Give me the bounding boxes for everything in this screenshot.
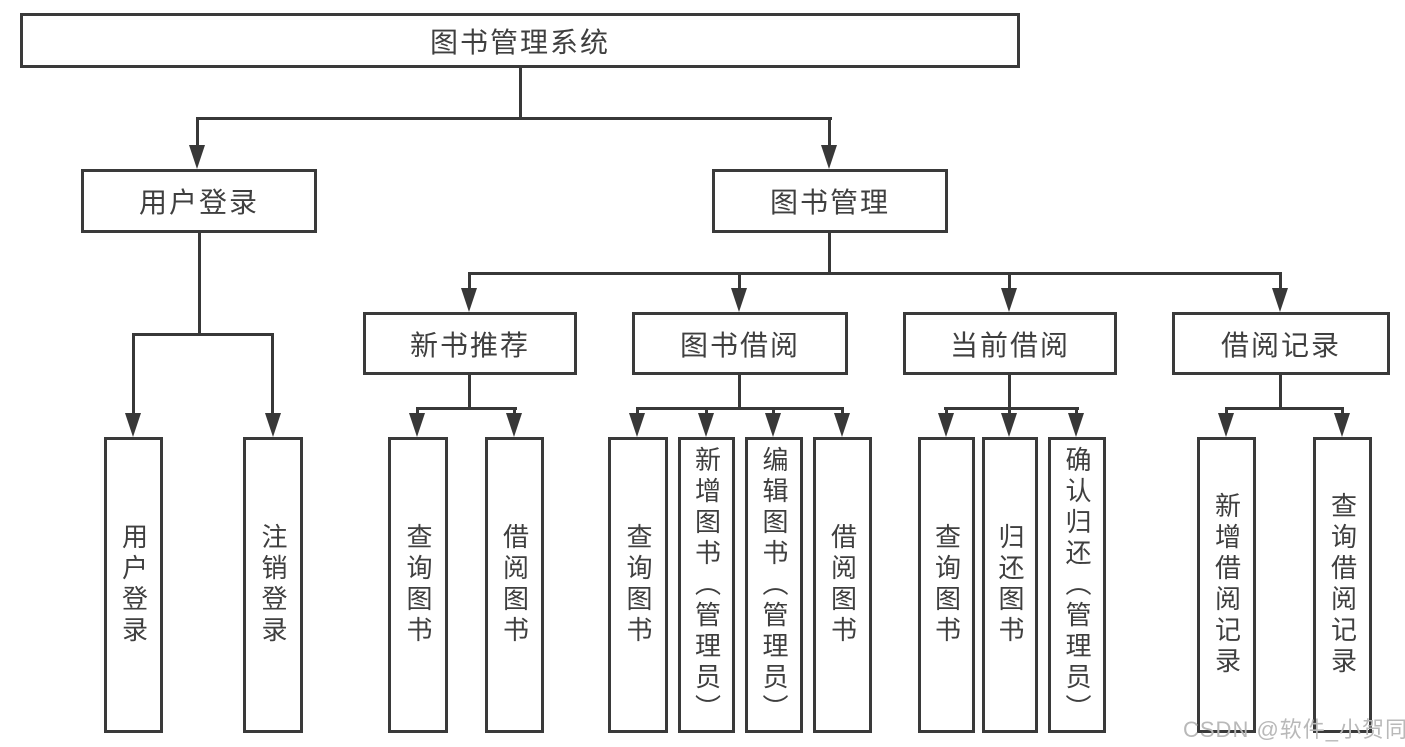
node-label: 查询图书 (403, 523, 433, 647)
arrowhead-down-icon (1068, 413, 1084, 437)
node-label: 新增借阅记录 (1211, 492, 1242, 678)
connector-line (636, 407, 844, 410)
node-label: 新增图书（管理员） (691, 445, 722, 725)
connector-line (738, 272, 741, 292)
leaf-query-books-2: 查询图书 (608, 437, 668, 733)
node-book-management: 图书管理 (712, 169, 948, 233)
arrowhead-down-icon (834, 413, 850, 437)
node-label: 查询图书 (931, 523, 962, 647)
node-label: 注销登录 (258, 523, 288, 647)
connector-line (519, 68, 522, 117)
node-library-management-system: 图书管理系统 (20, 13, 1020, 68)
node-label: 编辑图书（管理员） (759, 445, 789, 725)
node-label: 当前借阅 (949, 329, 1070, 361)
leaf-user-login: 用户登录 (104, 437, 163, 733)
leaf-query-books: 查询图书 (388, 437, 448, 733)
arrowhead-down-icon (265, 413, 281, 437)
connector-line (828, 117, 831, 151)
node-current-borrow: 当前借阅 (903, 312, 1117, 375)
connector-line (1279, 272, 1282, 292)
leaf-add-borrow-record: 新增借阅记录 (1197, 437, 1256, 733)
node-label: 图书借阅 (679, 329, 800, 361)
arrowhead-down-icon (1001, 413, 1017, 437)
connector-line (468, 375, 471, 407)
arrowhead-down-icon (1334, 413, 1350, 437)
arrowhead-down-icon (821, 145, 837, 169)
connector-line (944, 407, 1079, 410)
node-label: 用户登录 (118, 523, 149, 647)
node-label: 图书管理 (769, 187, 890, 218)
connector-line (197, 117, 832, 120)
arrowhead-down-icon (409, 413, 425, 437)
connector-line (1225, 407, 1344, 410)
node-label: 查询图书 (623, 523, 653, 647)
connector-line (196, 117, 199, 151)
node-new-book-recommend: 新书推荐 (363, 312, 577, 375)
node-label: 用户登录 (138, 187, 259, 218)
connector-line (1008, 375, 1011, 407)
arrowhead-down-icon (629, 413, 645, 437)
csdn-watermark: CSDN @软件_小贺同学 (1183, 717, 1405, 742)
leaf-return-books: 归还图书 (982, 437, 1038, 733)
leaf-borrow-books: 借阅图书 (485, 437, 544, 733)
node-user-login: 用户登录 (81, 169, 317, 233)
node-label: 查询借阅记录 (1327, 492, 1358, 678)
connector-line (468, 272, 471, 292)
arrowhead-down-icon (1218, 413, 1234, 437)
connector-line (468, 272, 1282, 275)
node-borrow-records: 借阅记录 (1172, 312, 1390, 375)
connector-line (416, 407, 517, 410)
arrowhead-down-icon (765, 413, 781, 437)
arrowhead-down-icon (938, 413, 954, 437)
node-label: 新书推荐 (409, 329, 530, 361)
leaf-confirm-return-admin: 确认归还（管理员） (1048, 437, 1106, 733)
arrowhead-down-icon (1001, 288, 1017, 312)
leaf-borrow-books-2: 借阅图书 (813, 437, 872, 733)
node-label: 借阅记录 (1220, 329, 1341, 361)
connector-line (198, 233, 201, 333)
arrowhead-down-icon (189, 145, 205, 169)
node-label: 归还图书 (995, 523, 1025, 647)
connector-line (828, 233, 831, 272)
arrowhead-down-icon (1272, 288, 1288, 312)
leaf-edit-books-admin: 编辑图书（管理员） (745, 437, 803, 733)
node-label: 确认归还（管理员） (1062, 445, 1092, 725)
node-label: 借阅图书 (827, 523, 858, 647)
connector-line (271, 333, 274, 417)
connector-line (132, 333, 274, 336)
leaf-logout: 注销登录 (243, 437, 303, 733)
arrowhead-down-icon (731, 288, 747, 312)
leaf-query-borrow-record: 查询借阅记录 (1313, 437, 1372, 733)
connector-line (1279, 375, 1282, 407)
node-label: 借阅图书 (499, 523, 530, 647)
leaf-add-books-admin: 新增图书（管理员） (678, 437, 735, 733)
arrowhead-down-icon (506, 413, 522, 437)
connector-line (1008, 272, 1011, 292)
leaf-query-books-3: 查询图书 (918, 437, 975, 733)
node-label: 图书管理系统 (429, 26, 610, 58)
arrowhead-down-icon (461, 288, 477, 312)
connector-line (738, 375, 741, 407)
arrowhead-down-icon (125, 413, 141, 437)
node-book-borrow: 图书借阅 (632, 312, 848, 375)
arrowhead-down-icon (698, 413, 714, 437)
connector-line (132, 333, 135, 417)
